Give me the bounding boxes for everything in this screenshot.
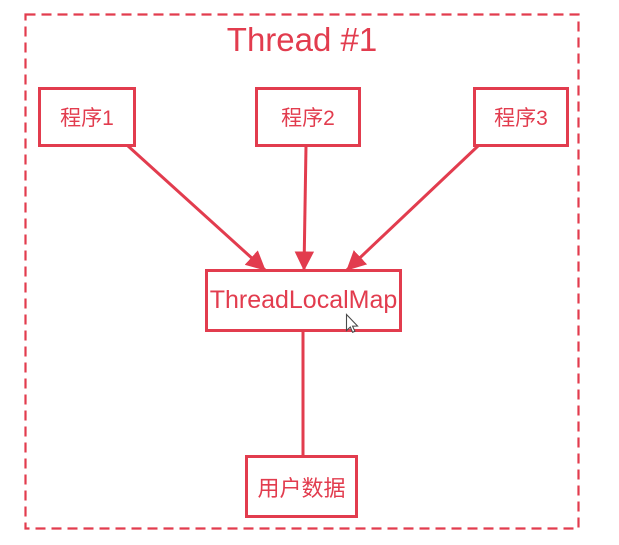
node-program2-label: 程序2 (281, 107, 335, 130)
node-program3-label: 程序3 (494, 107, 548, 130)
node-threadlocalmap: ThreadLocalMap (205, 269, 402, 332)
node-program1: 程序1 (38, 87, 136, 147)
diagram-title: Thread #1 (226, 21, 378, 58)
edge-program1-to-map (126, 144, 267, 272)
node-program2: 程序2 (255, 87, 361, 147)
node-program1-label: 程序1 (60, 107, 114, 130)
node-userdata-label: 用户数据 (257, 475, 346, 501)
node-threadlocalmap-label: ThreadLocalMap (209, 286, 398, 314)
edge-program2-to-map (294, 145, 315, 271)
node-program3: 程序3 (473, 87, 569, 147)
edge-program3-to-map (345, 144, 480, 272)
node-userdata: 用户数据 (245, 455, 358, 518)
